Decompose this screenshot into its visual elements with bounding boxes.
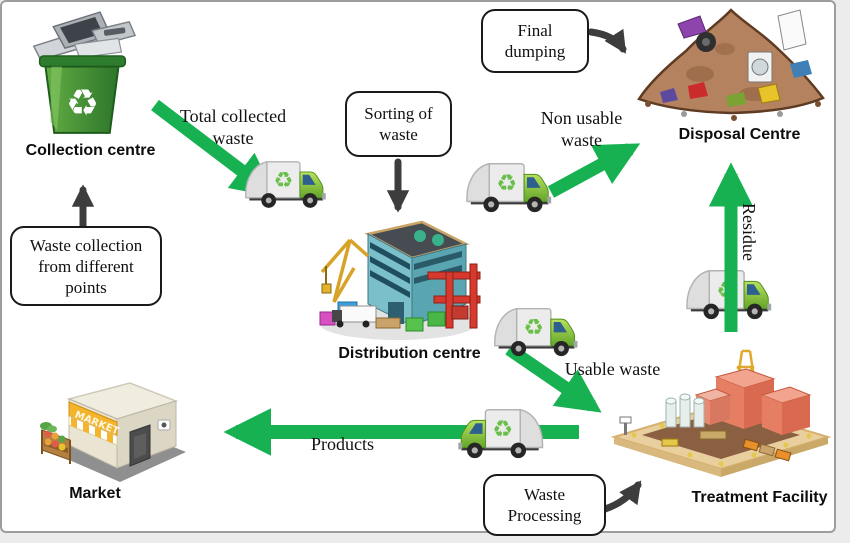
garbage-truck-icon-residue [686,270,772,320]
garbage-truck-icon-usable [494,307,579,357]
callout-waste-processing: Waste Processing [483,474,606,536]
arrow-processing-to-treatment [601,480,642,513]
label-treatment-facility: Treatment Facility [691,489,828,506]
callout-waste-processing-text: Waste Processing [507,485,582,525]
label-disposal-centre: Disposal Centre [678,126,801,143]
callout-sorting-text: Sorting of waste [364,104,433,144]
garbage-truck-icon-total-collected [244,161,327,209]
garbage-truck-icon-non-usable [466,163,552,213]
label-market: Market [69,485,121,502]
waste-pile-icon [637,8,825,121]
arrow-final-dumping-to-disposal [587,28,627,54]
flow-label-total-collected-waste: Total collected waste [179,106,287,148]
callout-sorting: Sorting of waste [345,91,452,157]
callout-final-dumping: Final dumping [481,9,589,73]
flow-label-products: Products [311,434,374,454]
flow-label-residue: Residue [739,203,759,261]
garbage-truck-icon-products [457,409,544,459]
market-icon: MARKET [40,382,186,482]
bin-recycle-symbol-icon: ♻ [66,81,99,124]
treatment-facility-icon [610,349,832,477]
label-collection-centre: Collection centre [25,142,156,159]
callout-waste-collection-text: Waste collection from different points [29,235,143,297]
flow-label-non-usable-waste: Non usable waste [540,108,623,150]
arrow-non-usable-waste [547,143,641,198]
callout-final-dumping-text: Final dumping [504,21,566,61]
callout-waste-collection: Waste collection from different points [10,226,162,306]
diagram-canvas: ♻ [0,0,836,536]
flow-label-usable-waste: Usable waste [564,359,661,379]
distribution-centre-icon [319,220,481,340]
recycle-bin-icon: ♻ [32,11,137,134]
label-distribution-centre: Distribution centre [338,345,481,362]
